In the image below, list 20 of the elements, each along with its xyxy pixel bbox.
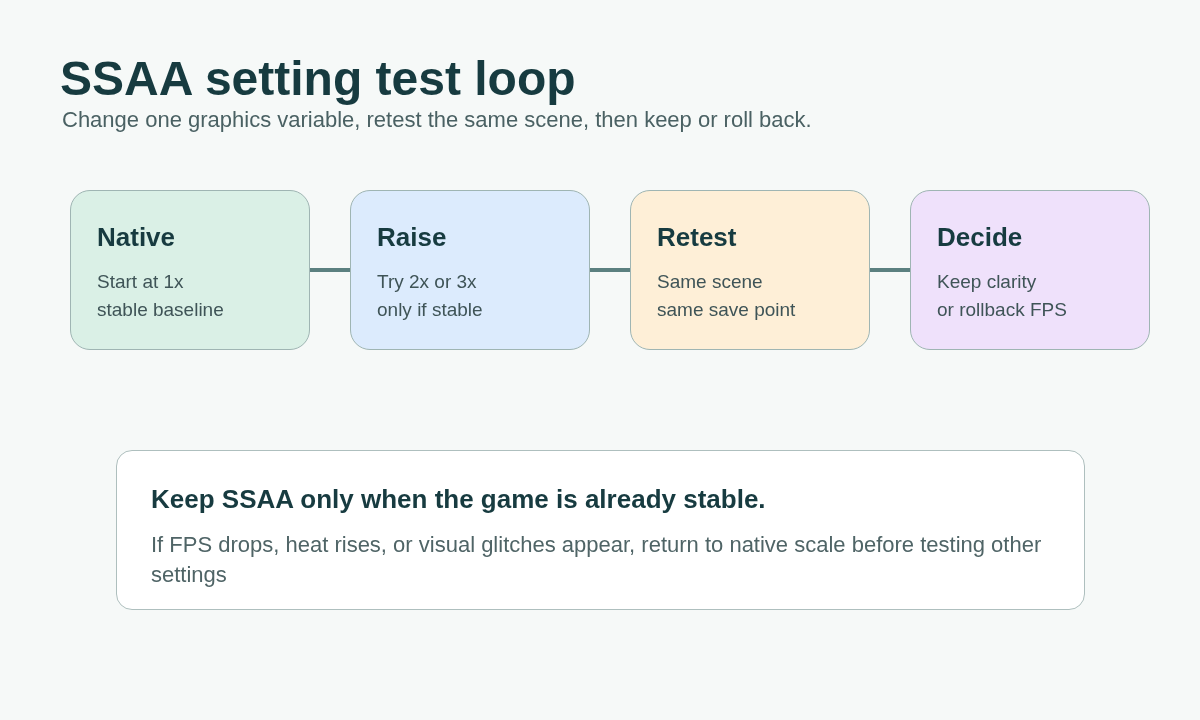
step-title: Retest [657, 221, 738, 253]
step-card [630, 190, 870, 350]
step-description: Same scene same save point [657, 270, 797, 322]
note-text: If FPS drops, heat rises, or visual glitches appear, return to native scale before testing other settings [151, 531, 1043, 589]
step-title: Raise [377, 221, 448, 253]
step-card [910, 190, 1150, 350]
step-description: Try 2x or 3x only if stable [377, 270, 484, 322]
subtitle: Change one graphics variable, retest the same scene, then keep or roll back. [62, 107, 812, 133]
step-description: Keep clarity or rollback FPS [937, 270, 1068, 322]
step-card [70, 190, 310, 350]
step-title: Decide [937, 221, 1024, 253]
connector-line [590, 268, 630, 272]
step-card [350, 190, 590, 350]
connector-line [310, 268, 350, 272]
step-title: Native [97, 221, 177, 253]
connector-line [870, 268, 910, 272]
note-heading: Keep SSAA only when the game is already stable. [151, 483, 767, 515]
note-card [116, 450, 1085, 610]
step-description: Start at 1x stable baseline [97, 270, 225, 322]
title: SSAA setting test loop [60, 55, 576, 103]
